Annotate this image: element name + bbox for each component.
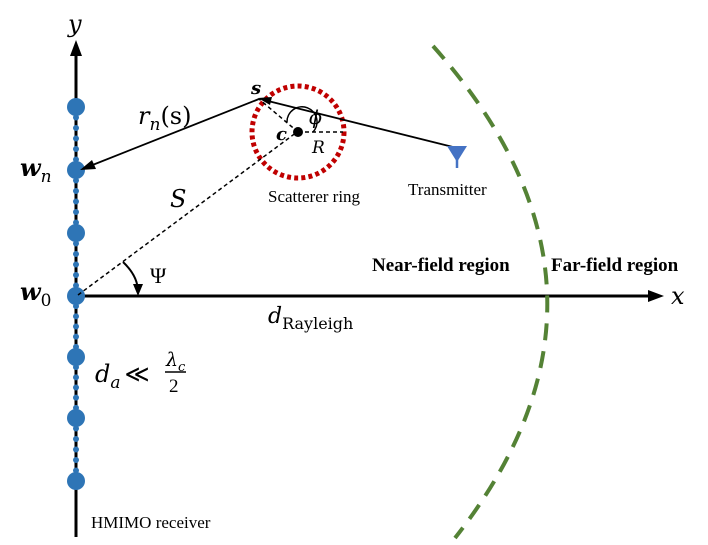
large-antenna-element	[67, 224, 85, 242]
psi-label: Ψ	[150, 263, 167, 288]
small-antenna-element	[73, 135, 79, 142]
small-antenna-element	[73, 446, 79, 453]
small-antenna-element	[73, 261, 79, 268]
c-point-label: c	[276, 124, 287, 145]
element-spacing-formula: da≪ λc 2	[95, 349, 186, 397]
cs-dashed-line	[258, 98, 299, 133]
small-antenna-element	[73, 219, 79, 226]
small-antenna-element	[73, 146, 79, 152]
wn-label: wn	[20, 153, 52, 187]
receiver-label: HMIMO receiver	[91, 513, 211, 532]
rn-label: rn(s)	[138, 102, 191, 135]
scatterer-arrowhead	[258, 97, 272, 105]
small-antenna-element	[73, 188, 79, 194]
phi-angle-arc	[286, 106, 318, 133]
y-axis-label: y	[67, 10, 82, 38]
small-antenna-element	[73, 282, 79, 289]
small-antenna-element	[73, 125, 79, 131]
x-axis-label: x	[671, 282, 685, 310]
rn-path-line	[89, 98, 260, 167]
small-antenna-element	[73, 436, 79, 442]
x-axis-arrowhead	[648, 290, 664, 302]
small-antenna-element	[73, 384, 79, 391]
svg-text:λc: λc	[165, 349, 186, 375]
small-antenna-element	[73, 394, 79, 401]
small-antenna-element	[73, 114, 79, 121]
small-antenna-element	[73, 333, 79, 340]
small-antenna-element	[73, 323, 79, 330]
scatterer-ring	[249, 83, 347, 181]
small-antenna-element	[73, 272, 79, 278]
scatterer-ring-label: Scatterer ring	[268, 187, 361, 206]
small-antenna-element	[73, 313, 79, 320]
large-antenna-elements	[67, 98, 85, 490]
transmitter-label: Transmitter	[408, 180, 487, 199]
large-antenna-element	[67, 287, 85, 305]
near-field-label: Near-field region	[372, 255, 510, 276]
small-antenna-element	[73, 251, 79, 257]
large-antenna-element	[67, 409, 85, 427]
large-antenna-element	[67, 161, 85, 179]
far-field-boundary	[431, 44, 550, 540]
small-antenna-elements	[73, 114, 79, 474]
small-antenna-element	[73, 425, 79, 432]
large-antenna-element	[67, 98, 85, 116]
s-dashed-line	[77, 131, 298, 296]
small-antenna-element	[73, 156, 79, 163]
svg-text:da≪: da≪	[95, 360, 150, 393]
y-axis-arrowhead	[70, 40, 82, 56]
rn-arrowhead	[80, 160, 96, 170]
transmitter-to-scatterer-line	[263, 99, 458, 149]
small-antenna-element	[73, 457, 79, 463]
small-antenna-element	[73, 467, 79, 474]
psi-arrowhead	[133, 284, 143, 296]
antenna-icon	[447, 146, 467, 168]
small-antenna-element	[73, 198, 79, 205]
small-antenna-element	[73, 240, 79, 247]
small-antenna-element	[73, 374, 79, 381]
scatterer-center-point	[293, 127, 303, 137]
large-antenna-element	[67, 348, 85, 366]
small-antenna-element	[73, 209, 79, 215]
d-rayleigh-label: dRayleigh	[268, 304, 353, 333]
s-point-label: s	[250, 78, 261, 99]
far-field-label: Far-field region	[551, 255, 679, 276]
radius-label: R	[311, 138, 325, 158]
s-distance-label: S	[170, 185, 186, 213]
w0-label: w0	[20, 277, 52, 311]
small-antenna-element	[73, 177, 79, 184]
svg-text:2: 2	[169, 376, 179, 397]
phi-label: ϕ	[309, 107, 322, 129]
large-antenna-element	[67, 472, 85, 490]
